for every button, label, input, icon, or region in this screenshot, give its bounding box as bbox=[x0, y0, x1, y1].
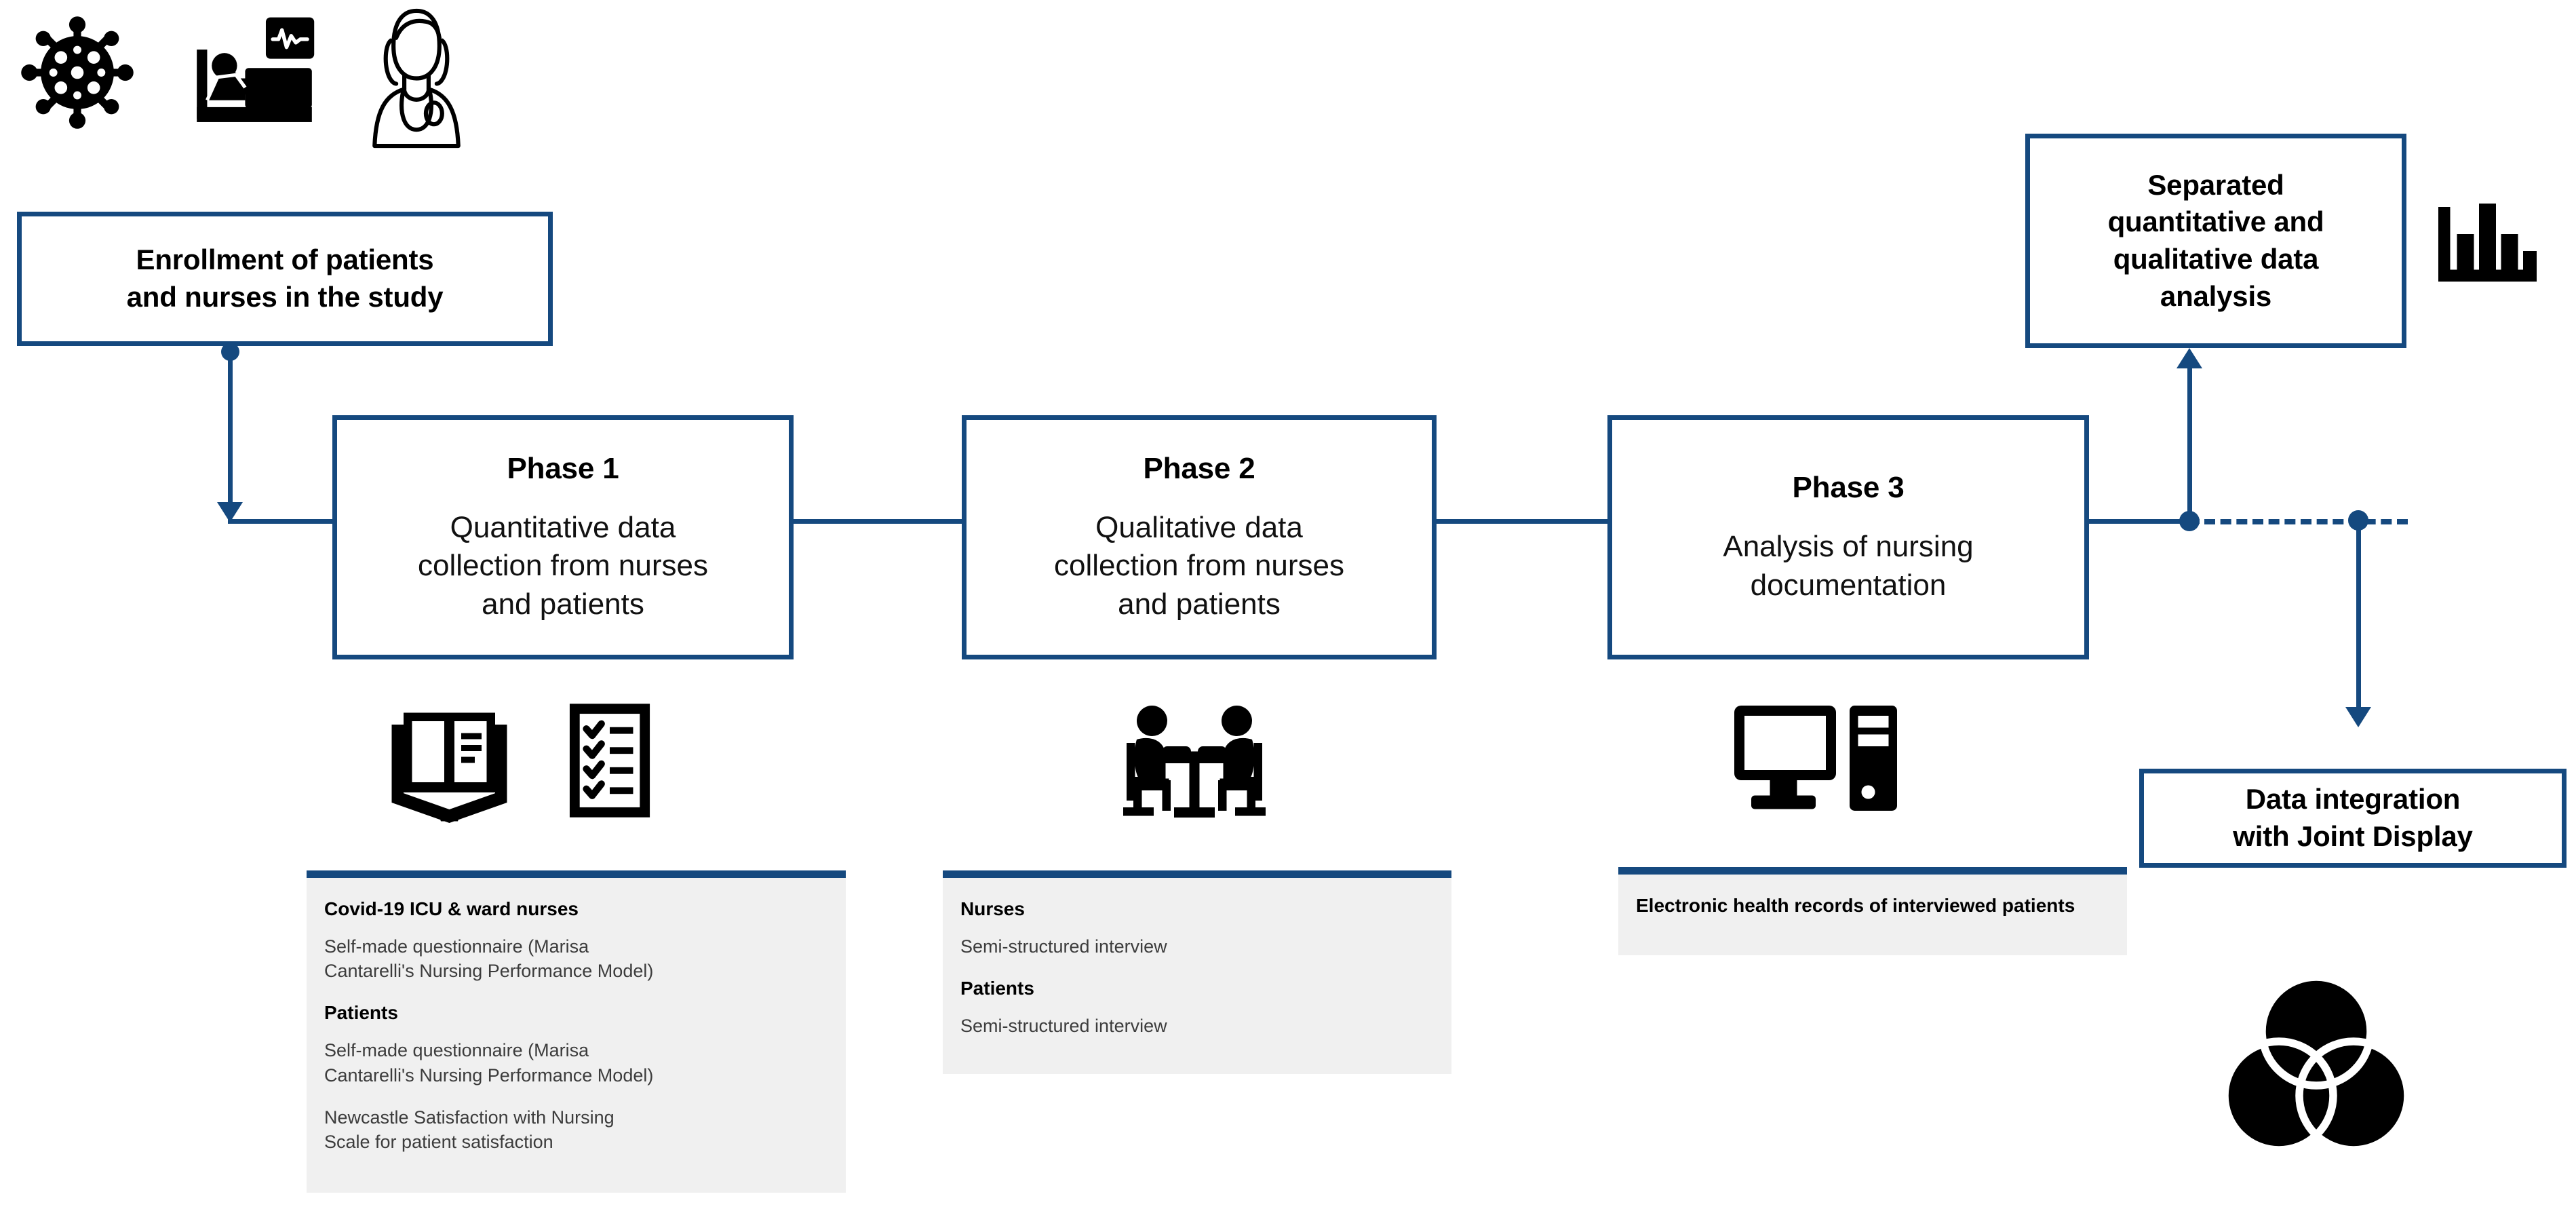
phase-3-body: Analysis of nursing documentation bbox=[1723, 530, 1974, 602]
data-integration-label: Data integration with Joint Display bbox=[2233, 783, 2473, 852]
panel-item: Newcastle Satisfaction with Nursing Scal… bbox=[324, 1107, 614, 1152]
panel-heading: Electronic health records of interviewed… bbox=[1636, 895, 2075, 916]
integration-branch-vline bbox=[2356, 520, 2361, 712]
panel-heading: Patients bbox=[960, 978, 1034, 999]
phase-3-detail-panel: Electronic health records of interviewed… bbox=[1618, 867, 2127, 955]
virus-icon bbox=[14, 9, 141, 136]
phase-2-detail-panel: Nurses Semi-structured interview Patient… bbox=[943, 870, 1451, 1074]
separated-analysis-box[interactable]: Separated quantitative and qualitative d… bbox=[2025, 134, 2406, 348]
enrollment-box[interactable]: Enrollment of patients and nurses in the… bbox=[17, 212, 553, 346]
panel-item: Self-made questionnaire (Marisa Cantarel… bbox=[324, 936, 654, 982]
analysis-branch-arrowhead bbox=[2177, 348, 2202, 368]
phase-1-detail-panel: Covid-19 ICU & ward nurses Self-made que… bbox=[307, 870, 846, 1193]
integration-branch-dot bbox=[2348, 510, 2368, 531]
panel-heading: Patients bbox=[324, 1002, 398, 1024]
enrollment-label: Enrollment of patients and nurses in the… bbox=[126, 244, 444, 313]
phase-3-title: Phase 3 bbox=[1792, 471, 1905, 505]
interview-table-icon bbox=[1106, 692, 1283, 831]
dashed-flow-line bbox=[2204, 519, 2408, 524]
phase-1-box[interactable]: Phase 1 Quantitative data collection fro… bbox=[332, 415, 794, 659]
data-integration-box[interactable]: Data integration with Joint Display bbox=[2139, 769, 2567, 868]
panel-heading: Covid-19 ICU & ward nurses bbox=[324, 898, 579, 919]
analysis-branch-dot bbox=[2179, 511, 2200, 531]
phase3-to-junction-line bbox=[2084, 519, 2200, 524]
integration-branch-arrowhead bbox=[2345, 707, 2371, 727]
phase2-to-phase3-link bbox=[1432, 519, 1612, 524]
analysis-branch-vline bbox=[2187, 366, 2192, 521]
phase-2-title: Phase 2 bbox=[1143, 452, 1255, 486]
enrollment-connector-vline bbox=[228, 349, 233, 511]
panel-item: Semi-structured interview bbox=[960, 936, 1167, 957]
phase-1-body: Quantitative data collection from nurses… bbox=[418, 511, 708, 621]
panel-heading: Nurses bbox=[960, 898, 1025, 919]
checklist-icon bbox=[566, 700, 653, 821]
nurse-icon bbox=[366, 5, 467, 151]
hospital-bed-monitor-icon bbox=[190, 15, 319, 130]
phase-3-box[interactable]: Phase 3 Analysis of nursing documentatio… bbox=[1607, 415, 2089, 659]
venn-diagram-icon bbox=[2225, 970, 2408, 1160]
separated-analysis-label: Separated quantitative and qualitative d… bbox=[2107, 168, 2324, 312]
phase-1-title: Phase 1 bbox=[507, 452, 619, 486]
desktop-computer-icon bbox=[1731, 699, 1900, 821]
panel-item: Semi-structured interview bbox=[960, 1016, 1167, 1037]
phase-2-box[interactable]: Phase 2 Qualitative data collection from… bbox=[962, 415, 1437, 659]
bar-chart-icon bbox=[2435, 197, 2540, 295]
phase1-to-phase2-link bbox=[789, 519, 965, 524]
enrollment-to-phase1-hline bbox=[228, 519, 336, 524]
enrollment-connector-arrowhead bbox=[217, 502, 243, 522]
enrollment-connector-dot bbox=[221, 343, 239, 361]
phase-2-body: Qualitative data collection from nurses … bbox=[1054, 511, 1344, 621]
panel-item: Self-made questionnaire (Marisa Cantarel… bbox=[324, 1040, 654, 1086]
open-book-icon bbox=[390, 704, 509, 826]
